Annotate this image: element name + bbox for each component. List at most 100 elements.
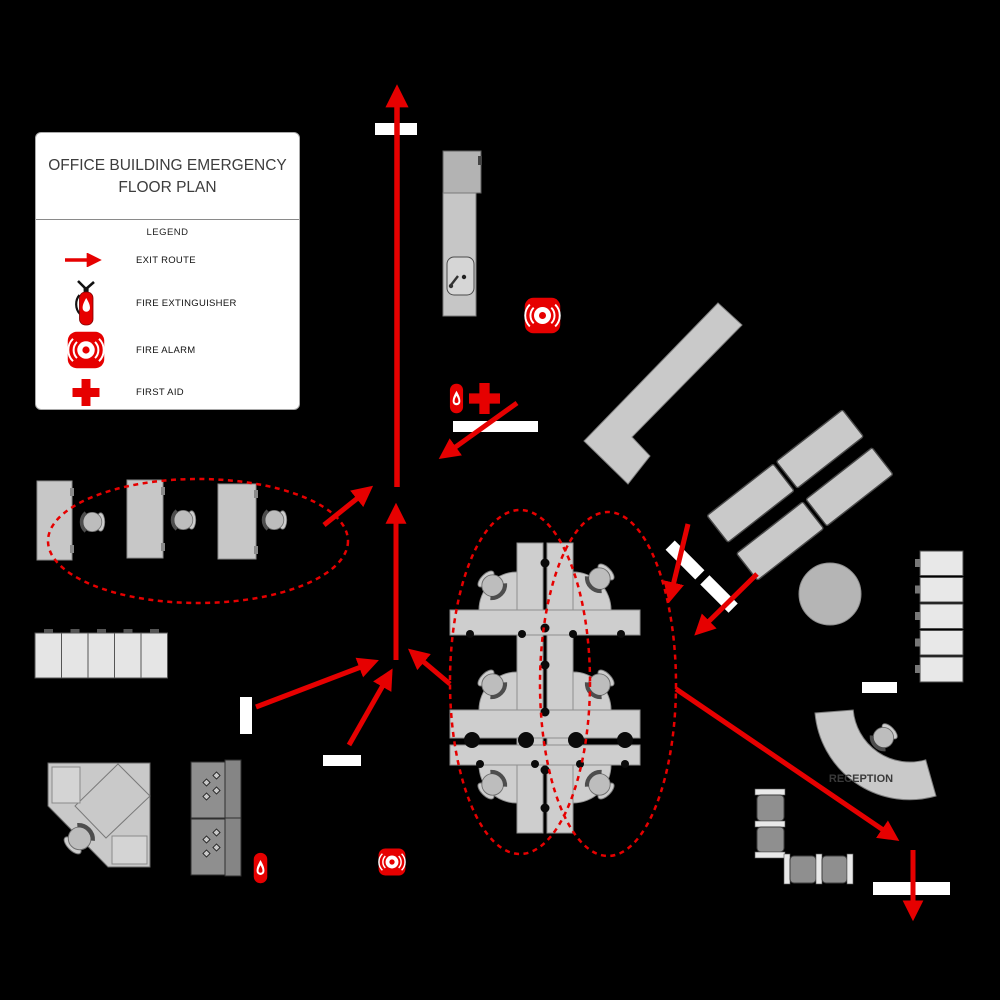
first-aid-icon: [72, 378, 100, 406]
file-cabinet: [61, 632, 89, 679]
office-chair: [170, 508, 198, 532]
door-opening: [862, 682, 897, 693]
desk-tab: [161, 487, 165, 495]
unit-fittings: [202, 771, 221, 858]
cabinet-handles: [915, 559, 920, 673]
exit-route-arrow: [438, 400, 519, 460]
armrest: [846, 853, 854, 885]
desk-pad: [111, 835, 148, 865]
storage-unit-panel: [224, 759, 242, 819]
reception-area: RECEPTION: [814, 709, 937, 801]
sofa-group: [707, 409, 893, 581]
office-chair: [79, 510, 107, 534]
desk-tab: [254, 490, 258, 498]
door-opening: [700, 575, 738, 613]
waiting-armchairs: [754, 788, 854, 885]
exit-route-arrow-icon: [65, 253, 102, 267]
refrigerator-handle: [478, 156, 482, 165]
door-opening: [240, 697, 252, 734]
corner-desk-panel: [74, 763, 151, 839]
door-openings: [240, 123, 950, 895]
desk: [217, 483, 257, 560]
evacuation-zones: [46, 477, 678, 858]
armrest: [783, 853, 791, 885]
evacuation-zone-ellipse: [448, 508, 592, 856]
exit-route-arrow: [346, 668, 393, 747]
legend-item-label: FIRST AID: [136, 386, 184, 398]
storage-units: [190, 759, 242, 877]
fire-alarm-icon: [378, 848, 406, 876]
legend-title: OFFICE BUILDING EMERGENCY FLOOR PLAN: [48, 157, 287, 196]
file-cabinet: [114, 632, 142, 679]
file-cabinet: [140, 632, 168, 679]
reception-desk: [814, 709, 937, 801]
faucet-base: [448, 283, 454, 289]
desk-tab: [70, 545, 74, 553]
door-opening: [453, 421, 538, 432]
exit-route-arrow: [322, 485, 374, 527]
sofa: [736, 501, 824, 581]
angled-wall-unit: [583, 302, 743, 485]
armchair: [756, 794, 785, 822]
kitchen-area: [442, 150, 482, 317]
fire-extinguisher-icon: [74, 279, 96, 327]
legend-heading: LEGEND: [146, 227, 189, 238]
cabinet: [919, 656, 964, 683]
cabinet: [919, 550, 964, 576]
cabinet-handles: [44, 629, 159, 633]
file-cabinet: [34, 632, 62, 679]
desk-pad: [51, 766, 81, 804]
armrest: [754, 820, 786, 828]
cubicle-spine: [546, 542, 574, 834]
exit-routes: [255, 84, 924, 922]
desk-tab: [161, 543, 165, 551]
desk-tab: [254, 546, 258, 554]
cabinet: [919, 603, 964, 629]
sofa: [776, 409, 864, 489]
exit-route-arrow: [694, 572, 759, 636]
cabinet: [919, 630, 964, 656]
sofa: [707, 464, 795, 543]
evacuation-zone-ellipse: [538, 510, 678, 858]
legend-item-label: FIRE ALARM: [136, 344, 196, 356]
desk-tab: [70, 488, 74, 496]
kitchen-counter: [442, 192, 477, 317]
right-cabinet-column: [915, 550, 964, 683]
cubicle-spine: [516, 542, 544, 834]
first-aid-icon: [469, 383, 500, 414]
fire-alarm-icon: [524, 297, 561, 334]
desk: [126, 479, 164, 559]
fire-extinguisher-icon: [449, 383, 464, 414]
desk: [36, 480, 73, 561]
desk-grommet-dots: [464, 558, 633, 813]
armrest: [754, 788, 786, 796]
corner-workstation: [47, 762, 151, 868]
exit-route-arrow: [407, 648, 452, 686]
left-desk-row: [36, 479, 289, 561]
sink-drain: [461, 274, 467, 280]
legend-item-exit-route: EXIT ROUTE: [36, 242, 299, 278]
exit-route-arrow: [255, 657, 379, 710]
legend-item-label: EXIT ROUTE: [136, 254, 196, 266]
office-chair: [261, 508, 289, 532]
sofa: [805, 447, 893, 526]
exit-route-arrow: [663, 523, 691, 604]
legend-item-fire-alarm: FIRE ALARM: [36, 328, 299, 372]
door-opening: [665, 540, 705, 580]
round-table: [798, 562, 862, 626]
door-opening: [323, 755, 361, 766]
armchair: [821, 855, 848, 884]
legend-divider: [36, 219, 299, 220]
storage-unit-panel: [224, 817, 242, 877]
fire-alarm-icon: [67, 331, 105, 369]
armchair: [756, 826, 785, 853]
cabinet: [919, 577, 964, 603]
kitchen-sink: [446, 256, 475, 296]
file-cabinet-row: [34, 629, 168, 679]
exit-route-arrow: [674, 686, 900, 841]
file-cabinet: [87, 632, 115, 679]
sink-faucet: [450, 275, 459, 286]
refrigerator: [442, 150, 482, 194]
